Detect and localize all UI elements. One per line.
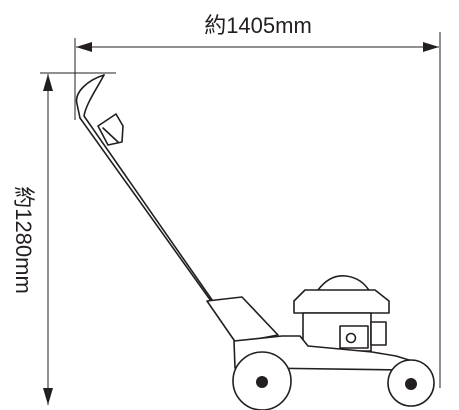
lever-edge — [102, 127, 119, 143]
rear-wheel-hub — [256, 376, 268, 388]
spark-plug-icon — [345, 332, 357, 344]
front-wheel — [387, 359, 435, 407]
height-label: 約1280mm — [11, 186, 36, 294]
grass-chute-panel — [206, 296, 279, 344]
handle-bar-lower — [79, 117, 227, 323]
height-arrowhead-top — [43, 74, 53, 91]
width-arrowhead-right — [423, 42, 439, 52]
handle-bar-upper — [83, 74, 234, 331]
engine-cover — [293, 289, 390, 314]
engine-top-cap — [317, 274, 371, 293]
lawn-mower — [75, 74, 435, 410]
handle-grip — [75, 74, 105, 119]
engine-muffler — [370, 321, 387, 346]
height-arrowhead-bottom — [43, 388, 53, 405]
width-arrowhead-left — [76, 42, 92, 52]
height-dimension: 約1280mm — [11, 72, 116, 405]
rear-wheel — [232, 351, 292, 410]
front-wheel-hub — [405, 378, 417, 390]
width-label: 約1405mm — [204, 13, 312, 38]
control-lever — [97, 113, 124, 146]
lever-body — [97, 113, 124, 146]
width-dimension: 約1405mm — [74, 13, 441, 388]
